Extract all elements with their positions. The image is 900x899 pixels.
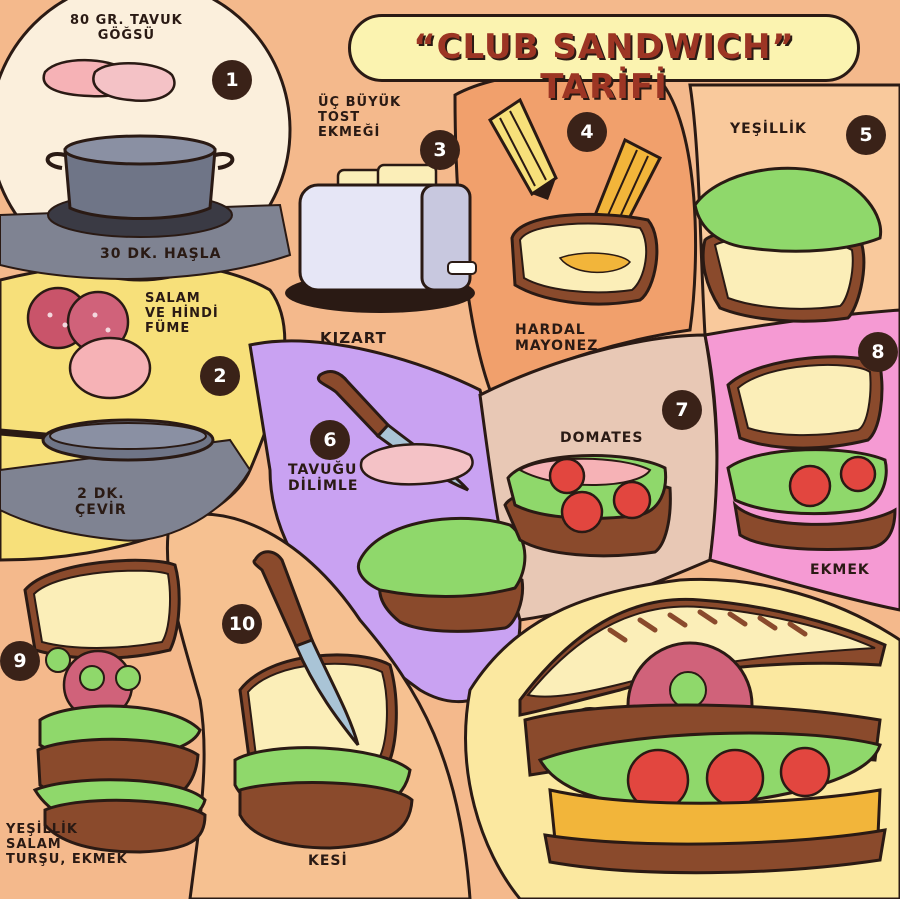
step-9-number: 9 [0,641,40,681]
lettuce-bread-step-5 [693,166,883,323]
step-7-label-top: DOMATES [560,430,644,446]
chicken-breast-icon [42,58,176,103]
page-title: “CLUB SANDWICH” TARİFİ [413,27,795,107]
salami-icon [26,286,152,400]
step-2-label-top: SALAM VE HİNDİ FÜME [145,291,219,336]
step-5-label-top: YEŞİLLİK [730,121,807,137]
step-1-label-bottom: 30 DK. HAŞLA [100,246,222,262]
step-2-number: 2 [200,356,240,396]
step-3-label-bottom: KIZART [320,329,387,347]
step-3-number: 3 [420,130,460,170]
step-2-label-bottom: 2 DK. ÇEVİR [75,486,127,519]
toaster-icon [285,163,477,313]
sandwich-icon [518,597,887,875]
step-10-label-bottom: KESİ [308,853,348,869]
step-10-number: 10 [222,604,262,644]
bread-slice-step-4 [510,212,659,306]
knife-icon-step-10 [252,550,360,746]
frying-pan-icon [0,418,215,462]
step-6-number: 6 [310,420,350,460]
sandwich-step-8 [726,355,897,551]
stove-top-2 [0,438,252,542]
step-1-label-top: 80 GR. TAVUK GÖĞSÜ [70,13,183,43]
chicken-slices-step-6 [359,443,474,486]
title-banner: “CLUB SANDWICH” TARİFİ [348,14,860,107]
step-4-label-bottom: HARDAL MAYONEZ [515,322,599,355]
sandwich-step-9 [23,558,207,854]
step-5-number: 5 [846,115,886,155]
step-7-number: 7 [662,390,702,430]
step-4-number: 4 [567,112,607,152]
step-3-label-top: ÜÇ BÜYÜK TOST EKMEĞİ [318,95,402,140]
sandwich-step-10 [233,653,414,850]
step-8-label-bottom: EKMEK [810,562,870,578]
step-1-number: 1 [212,60,252,100]
step-6-label-top: TAVUĞU DİLİMLE [288,462,359,495]
sandwich-step-6 [356,516,527,633]
step-9-label-bottom: YEŞİLLİK SALAM TURŞU, EKMEK [6,822,128,867]
step-8-number: 8 [858,332,898,372]
sandwich-step-7 [503,454,672,558]
pot-icon [45,134,235,220]
mustard-bottle-icon [488,97,558,200]
